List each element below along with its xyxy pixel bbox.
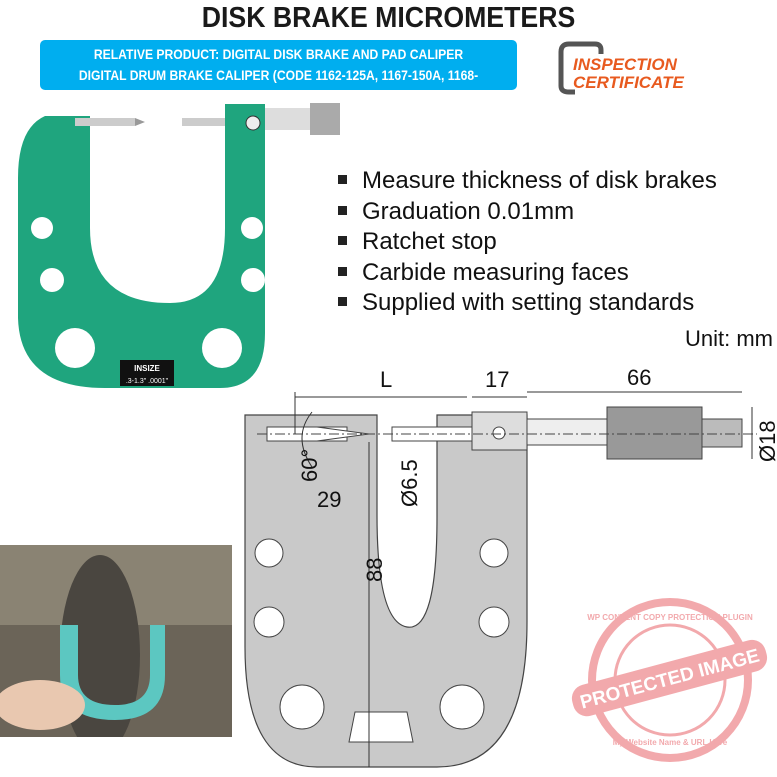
range-label: .3-1.3" .0001" bbox=[126, 378, 169, 385]
unit-label: Unit: mm bbox=[685, 326, 773, 351]
page-title: DISK BRAKE MICROMETERS bbox=[201, 2, 576, 34]
feature-item: Ratchet stop bbox=[338, 227, 717, 258]
dim-66: 66 bbox=[627, 367, 651, 390]
svg-text:My Website Name & URL Here: My Website Name & URL Here bbox=[613, 738, 728, 747]
bullet-icon bbox=[338, 236, 347, 246]
bullet-icon bbox=[338, 266, 347, 276]
inspection-certificate-badge: INSPECTION CERTIFICATE bbox=[555, 40, 715, 95]
cert-line-1: INSPECTION bbox=[573, 55, 677, 74]
usage-photo bbox=[0, 545, 232, 737]
bullet-icon bbox=[338, 297, 347, 307]
protected-image-watermark: WP CONTENT COPY PROTECTION PLUGIN PROTEC… bbox=[571, 598, 768, 762]
banner-line-1: RELATIVE PRODUCT: DIGITAL DISK BRAKE AND… bbox=[93, 47, 464, 62]
dim-diameter-6-5: Ø6.5 bbox=[397, 459, 422, 507]
brand-label: INSIZE bbox=[134, 364, 160, 373]
bullet-icon bbox=[338, 205, 347, 215]
dim-29: 29 bbox=[317, 487, 341, 512]
feature-item: Graduation 0.01mm bbox=[338, 197, 717, 228]
micrometer-photo: INSIZE .3-1.3" .0001" bbox=[18, 103, 340, 388]
bullet-icon bbox=[338, 175, 347, 185]
dim-17: 17 bbox=[485, 367, 509, 392]
related-products-banner: RELATIVE PRODUCT: DIGITAL DISK BRAKE AND… bbox=[40, 40, 517, 104]
svg-text:WP CONTENT COPY PROTECTION PLU: WP CONTENT COPY PROTECTION PLUGIN bbox=[587, 613, 753, 622]
dim-88: 88 bbox=[362, 558, 387, 582]
dim-diameter-18: Ø18 bbox=[755, 420, 777, 462]
technical-drawing: L 17 66 Ø18 60° 29 Ø6.5 88 bbox=[244, 367, 777, 768]
cert-line-2: CERTIFICATE bbox=[573, 73, 684, 92]
certificate-icon bbox=[558, 41, 604, 95]
dim-angle-60: 60° bbox=[297, 449, 322, 482]
feature-list: Measure thickness of disk brakes Graduat… bbox=[338, 166, 717, 319]
dim-length-L: L bbox=[380, 367, 392, 392]
banner-line-2: DIGITAL DRUM BRAKE CALIPER (CODE 1162-12… bbox=[78, 68, 479, 104]
feature-item: Carbide measuring faces bbox=[338, 258, 717, 289]
feature-item: Supplied with setting standards bbox=[338, 288, 717, 319]
feature-item: Measure thickness of disk brakes bbox=[338, 166, 717, 197]
